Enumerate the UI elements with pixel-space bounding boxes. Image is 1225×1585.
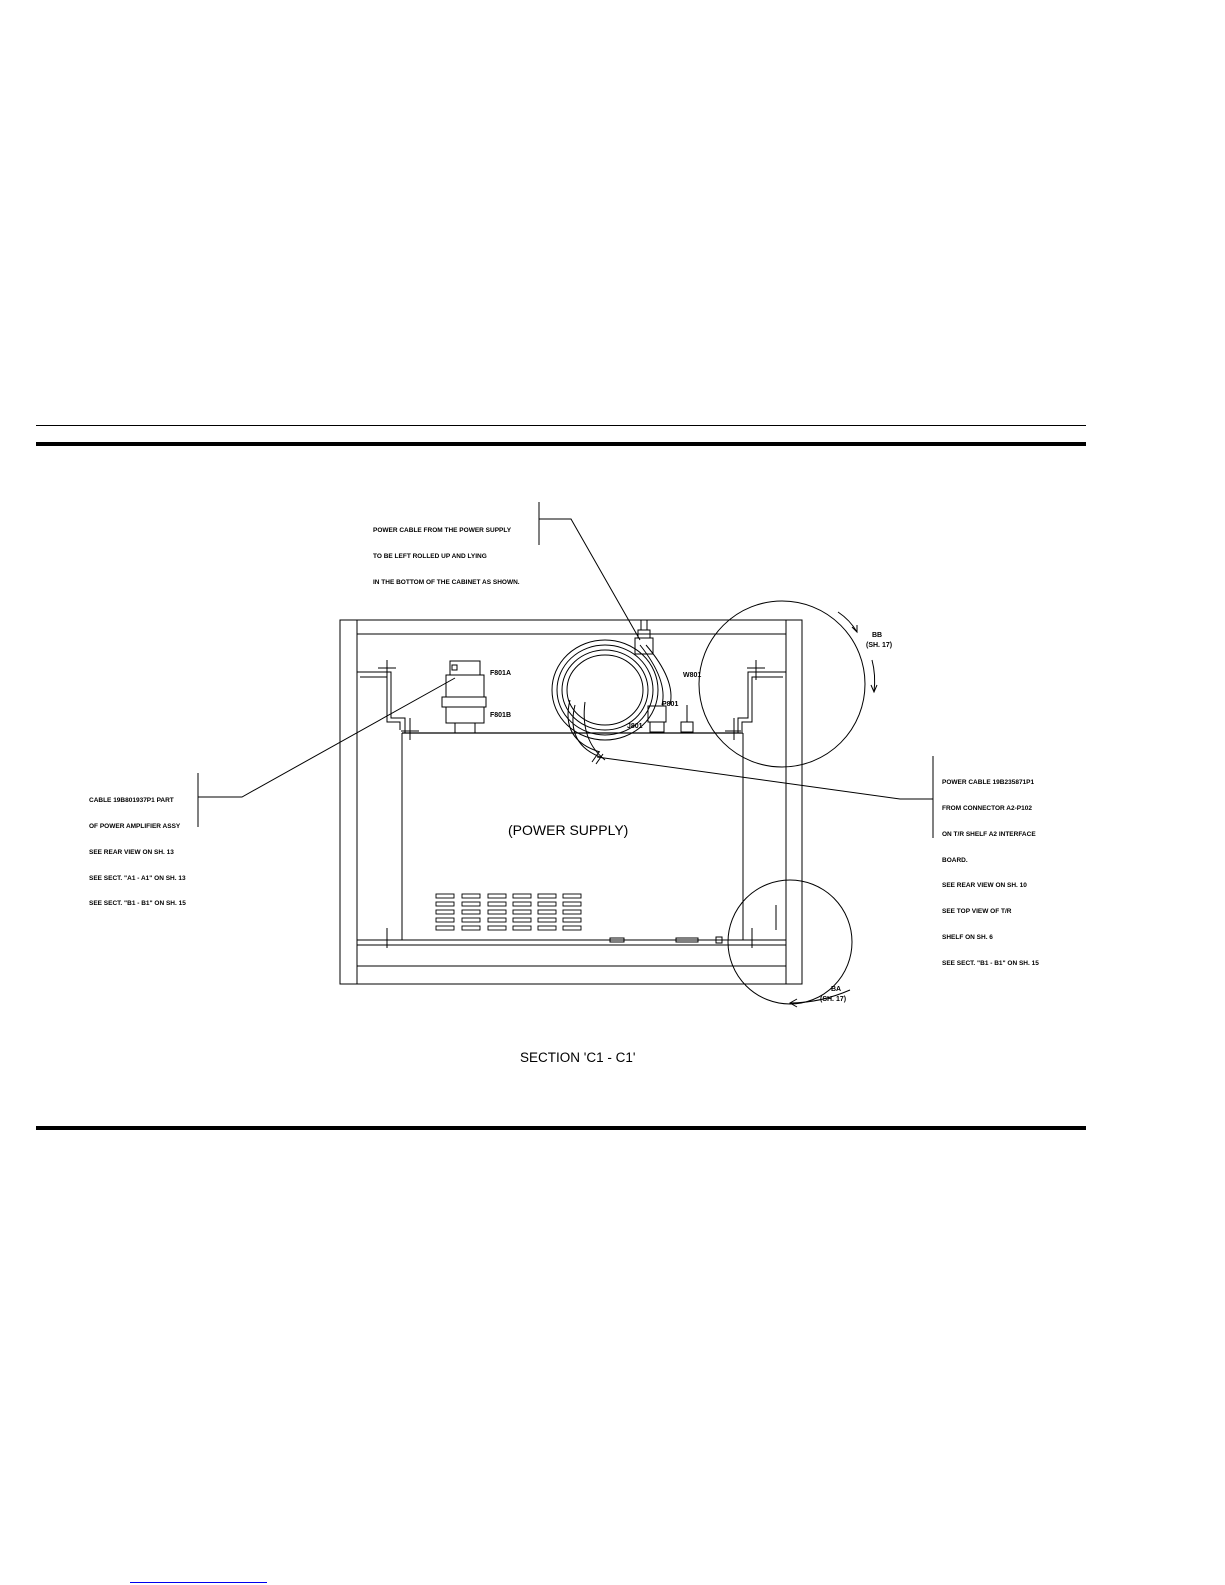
cable-plug bbox=[634, 620, 654, 655]
crosshair-marks bbox=[356, 660, 777, 948]
label-bb: BB bbox=[872, 632, 883, 639]
top-thin-rule bbox=[36, 425, 1086, 426]
note-left-line-5: SEE SECT. "B1 - B1" ON SH. 15 bbox=[89, 900, 186, 908]
coiled-power-cable bbox=[551, 639, 672, 761]
left-side-post bbox=[339, 619, 358, 985]
note-right-line-7: SHELF ON SH. 6 bbox=[942, 933, 993, 941]
detail-circle-ba bbox=[727, 879, 853, 1005]
label-f801a: F801A bbox=[490, 670, 512, 677]
note-top-line-2: TO BE LEFT ROLLED UP AND LYING bbox=[373, 552, 487, 560]
note-right-line-8: SEE SECT. "B1 - B1" ON SH. 15 bbox=[942, 959, 1039, 967]
note-left-line-3: SEE REAR VIEW ON SH. 13 bbox=[89, 848, 174, 856]
power-supply-label: (POWER SUPPLY) bbox=[508, 822, 629, 838]
label-w801: W801 bbox=[683, 672, 702, 679]
note-right-line-2: FROM CONNECTOR A2-P102 bbox=[942, 804, 1032, 812]
note-top-line-1: POWER CABLE FROM THE POWER SUPPLY bbox=[373, 527, 512, 535]
note-right-power-cable: POWER CABLE 19B235871P1 FROM CONNECTOR A… bbox=[942, 762, 1039, 977]
right-side-post bbox=[785, 619, 803, 985]
top-thick-rule bbox=[36, 442, 1086, 446]
note-top-line-3: IN THE BOTTOM OF THE CABINET AS SHOWN. bbox=[373, 578, 520, 586]
note-top-power-cable: POWER CABLE FROM THE POWER SUPPLY TO BE … bbox=[373, 510, 520, 596]
note-left-line-4: SEE SECT. "A1 - A1" ON SH. 13 bbox=[89, 874, 186, 882]
label-ba-sheet-ref: (SH. 17) bbox=[820, 996, 847, 1003]
note-right-line-1: POWER CABLE 19B235871P1 bbox=[942, 779, 1035, 787]
label-ba: BA bbox=[831, 986, 842, 993]
section-title: SECTION 'C1 - C1' bbox=[520, 1050, 636, 1065]
label-j801: J801 bbox=[627, 723, 643, 730]
fuse-holder-f801 bbox=[441, 660, 487, 734]
connector-p801-j801 bbox=[647, 705, 694, 733]
note-right-line-6: SEE TOP VIEW OF T/R bbox=[942, 908, 1012, 916]
bottom-thick-rule bbox=[36, 1126, 1086, 1130]
note-left-line-2: OF POWER AMPLIFIER ASSY bbox=[89, 822, 181, 830]
label-bb-sheet-ref: (SH. 17) bbox=[866, 642, 893, 649]
footer-link-underline[interactable] bbox=[130, 1582, 267, 1583]
label-p801: P801 bbox=[662, 701, 679, 708]
leader-lines bbox=[197, 502, 934, 838]
note-left-cable: CABLE 19B801937P1 PART OF POWER AMPLIFIE… bbox=[89, 780, 186, 918]
vent-grille bbox=[435, 893, 582, 931]
note-left-line-1: CABLE 19B801937P1 PART bbox=[89, 797, 174, 805]
note-right-line-3: ON T/R SHELF A2 INTERFACE bbox=[942, 830, 1036, 838]
label-f801b: F801B bbox=[490, 712, 512, 719]
note-right-line-5: SEE REAR VIEW ON SH. 10 bbox=[942, 882, 1027, 890]
detail-circle-bb bbox=[698, 600, 866, 768]
note-right-line-4: BOARD. bbox=[942, 856, 968, 864]
